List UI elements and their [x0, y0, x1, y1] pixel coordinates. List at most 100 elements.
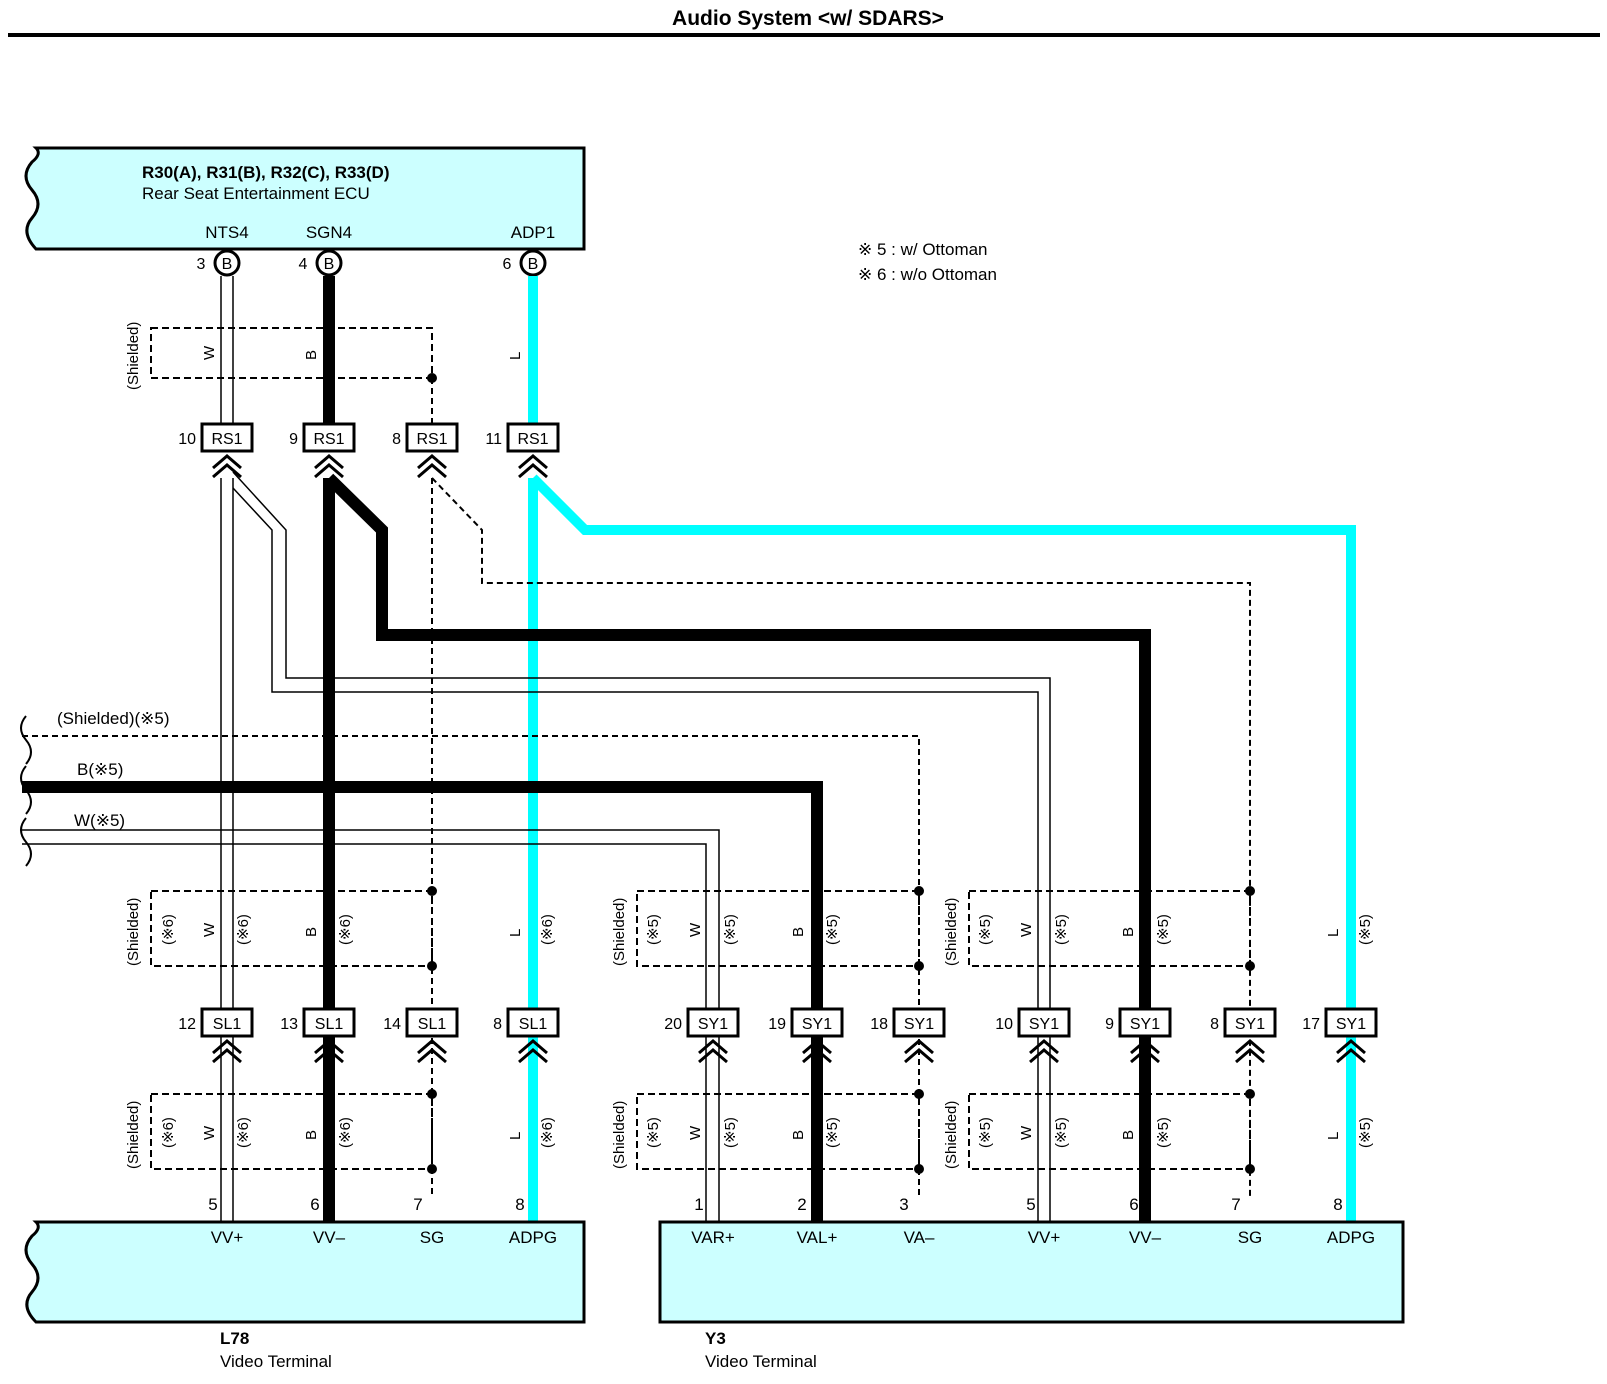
l78-video-terminal-box — [24, 1220, 586, 1324]
side-black-label: B(※5) — [77, 760, 123, 779]
y3-name: Video Terminal — [705, 1352, 817, 1371]
svg-text:RS1: RS1 — [211, 431, 242, 448]
note-label: (※6) — [337, 1117, 354, 1148]
wire-color-b: B — [303, 1130, 320, 1140]
ecu-terminal-4: 4 B — [299, 249, 343, 277]
svg-text:8: 8 — [392, 431, 401, 448]
note-label: (※5) — [645, 1117, 662, 1148]
svg-text:SY1: SY1 — [802, 1016, 832, 1033]
note-label: (※6) — [539, 914, 556, 945]
note-label: (※5) — [824, 914, 841, 945]
note-label: (※6) — [539, 1117, 556, 1148]
ecu-pin-nts4: NTS4 — [205, 223, 248, 242]
shielded-label-top: (Shielded) — [125, 322, 142, 390]
y3-pin-adpg: ADPG — [1327, 1228, 1375, 1247]
svg-text:19: 19 — [768, 1016, 786, 1033]
svg-text:SY1: SY1 — [698, 1016, 728, 1033]
l78-name: Video Terminal — [220, 1352, 332, 1371]
wire-color-l: L — [507, 1132, 524, 1140]
shielded-label-sy1b-upper: (Shielded) — [943, 898, 960, 966]
svg-text:9: 9 — [1105, 1016, 1114, 1033]
ecu-terminal-6: 6 B — [503, 249, 547, 277]
svg-text:17: 17 — [1302, 1016, 1320, 1033]
l78-pin-sg: SG — [420, 1228, 445, 1247]
sy1-connector: SY1 9 — [1105, 1007, 1172, 1064]
l78-pin-6-num: 6 — [310, 1195, 319, 1214]
wire-color-w: W — [1018, 1125, 1035, 1140]
ecu-connector-ids: R30(A), R31(B), R32(C), R33(D) — [142, 163, 389, 182]
ecu-pin-sgn4: SGN4 — [306, 223, 352, 242]
note-label: (※5) — [1155, 914, 1172, 945]
svg-text:SL1: SL1 — [315, 1016, 344, 1033]
svg-text:8: 8 — [493, 1016, 502, 1033]
note-label: (※5) — [1053, 914, 1070, 945]
wires — [22, 276, 1356, 1222]
svg-text:SL1: SL1 — [213, 1016, 242, 1033]
l78-pin-vv-plus: VV+ — [211, 1228, 244, 1247]
note-label: (※5) — [1053, 1117, 1070, 1148]
wire-color-w: W — [1018, 922, 1035, 937]
page-title: Audio System <w/ SDARS> — [672, 7, 944, 30]
svg-text:SL1: SL1 — [519, 1016, 548, 1033]
y3-pin-var-plus: VAR+ — [691, 1228, 735, 1247]
svg-text:SY1: SY1 — [1029, 1016, 1059, 1033]
note-no-ottoman: ※ 6 : w/o Ottoman — [858, 265, 997, 284]
svg-text:8: 8 — [1210, 1016, 1219, 1033]
svg-text:10: 10 — [995, 1016, 1013, 1033]
wire-color-b: B — [1120, 927, 1137, 937]
note-label: (※6) — [235, 1117, 252, 1148]
wire-color-l: L — [1325, 929, 1342, 937]
y3-video-terminal-box — [658, 1220, 1405, 1324]
svg-text:SL1: SL1 — [418, 1016, 447, 1033]
title-rule — [8, 33, 1600, 37]
l78-pin-8-num: 8 — [515, 1195, 524, 1214]
note-label: (※5) — [722, 1117, 739, 1148]
svg-text:4: 4 — [299, 256, 308, 273]
y3-pin-8-num: 8 — [1333, 1195, 1342, 1214]
y3-id: Y3 — [705, 1329, 726, 1348]
splice-points — [427, 373, 1255, 1174]
ecu-pin-adp1: ADP1 — [511, 223, 555, 242]
note-label: (※5) — [1155, 1117, 1172, 1148]
svg-text:B: B — [222, 256, 233, 273]
svg-text:11: 11 — [485, 431, 502, 448]
svg-text:6: 6 — [503, 256, 512, 273]
y3-pin-vv-minus: VV– — [1129, 1228, 1162, 1247]
l78-id: L78 — [220, 1329, 249, 1348]
wire-color-b: B — [303, 350, 320, 360]
shielded-label-sy1a-upper: (Shielded) — [611, 898, 628, 966]
wire-color-w: W — [687, 922, 704, 937]
l78-pin-5-num: 5 — [208, 1195, 217, 1214]
ecu-name: Rear Seat Entertainment ECU — [142, 184, 370, 203]
y3-pin-7-num: 7 — [1231, 1195, 1240, 1214]
svg-text:SY1: SY1 — [1130, 1016, 1160, 1033]
wire-color-b: B — [790, 1130, 807, 1140]
wire-color-w: W — [201, 1125, 218, 1140]
wire-color-l: L — [1325, 1132, 1342, 1140]
note-label: (※6) — [160, 914, 177, 945]
note-label: (※5) — [645, 914, 662, 945]
note-label: (※6) — [235, 914, 252, 945]
note-label: (※6) — [337, 914, 354, 945]
svg-text:18: 18 — [870, 1016, 888, 1033]
l78-pin-vv-minus: VV– — [313, 1228, 346, 1247]
y3-pin-sg: SG — [1238, 1228, 1263, 1247]
svg-text:20: 20 — [664, 1016, 682, 1033]
y3-pin-2-num: 2 — [797, 1195, 806, 1214]
sy1-connector: SY1 20 — [664, 1007, 740, 1064]
wire-color-w: W — [201, 922, 218, 937]
wire-color-w: W — [687, 1125, 704, 1140]
note-label: (※6) — [160, 1117, 177, 1148]
note-ottoman: ※ 5 : w/ Ottoman — [858, 240, 988, 259]
shield-boxes — [150, 327, 1251, 1170]
y3-pin-va-minus: VA– — [904, 1228, 935, 1247]
